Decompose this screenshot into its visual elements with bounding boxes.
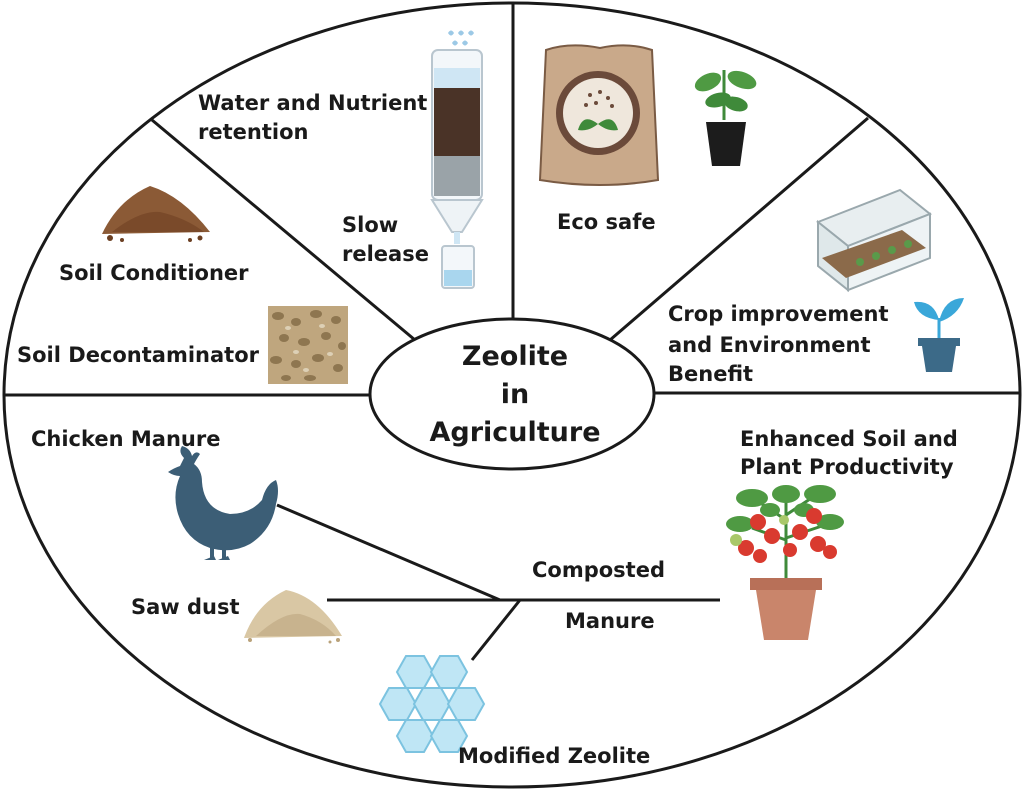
connector-zeolite: [470, 599, 522, 661]
label-chicken-manure: Chicken Manure: [31, 427, 221, 451]
fertilizer-bag-icon: [538, 44, 660, 186]
label-water-retention-1: Water and Nutrient: [198, 91, 428, 115]
label-modified-zeolite: Modified Zeolite: [458, 744, 651, 768]
divider-upper-right: [609, 116, 869, 342]
label-enhanced-soil-2: Plant Productivity: [740, 455, 954, 479]
label-slow-release-1: Slow: [342, 213, 399, 237]
gravel-square-icon: [268, 306, 348, 384]
label-eco-safe: Eco safe: [557, 210, 656, 234]
seedling-pot-icon: [914, 298, 964, 372]
chicken-icon: [168, 446, 278, 560]
sawdust-pile-icon: [244, 590, 342, 644]
divider-upper-left: [151, 118, 416, 342]
label-composted: Composted: [532, 558, 665, 582]
label-enhanced-soil-1: Enhanced Soil and: [740, 427, 958, 451]
label-soil-decontaminator: Soil Decontaminator: [17, 343, 259, 367]
soil-pile-icon: [102, 186, 210, 242]
center-title-line2: in: [500, 379, 530, 410]
tomato-plant-icon: [726, 485, 844, 640]
label-crop-improvement-3: Benefit: [668, 362, 754, 386]
water-filter-column-icon: [430, 30, 484, 289]
label-crop-improvement-2: and Environment: [668, 333, 871, 357]
label-saw-dust: Saw dust: [131, 595, 240, 619]
greenhouse-icon: [816, 188, 932, 293]
label-soil-conditioner: Soil Conditioner: [59, 261, 249, 285]
center-ellipse: [368, 317, 656, 471]
label-water-retention-2: retention: [198, 120, 309, 144]
zeolite-hexagon-icon: [378, 655, 486, 753]
center-title: Zeolite in Agriculture: [395, 338, 635, 452]
label-crop-improvement-1: Crop improvement: [668, 302, 889, 326]
label-manure: Manure: [565, 609, 655, 633]
label-slow-release-2: release: [342, 242, 429, 266]
connector-chicken: [276, 503, 501, 602]
center-title-line3: Agriculture: [429, 417, 601, 448]
center-title-line1: Zeolite: [461, 341, 569, 372]
potted-plant-icon: [694, 70, 757, 166]
